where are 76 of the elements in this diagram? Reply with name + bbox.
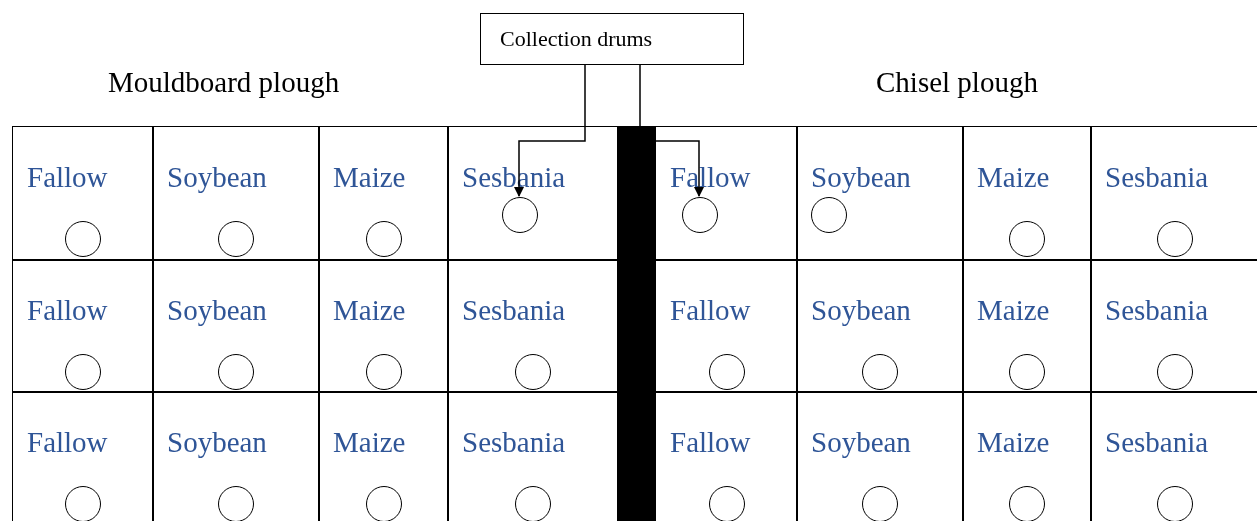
crop-name: Maize: [977, 296, 1050, 325]
heading: Mouldboard plough: [108, 68, 340, 97]
drum-circle: [365, 354, 402, 390]
drum-circle: [365, 486, 402, 521]
crop-name: Maize: [977, 163, 1050, 192]
drum-circle: [65, 354, 101, 390]
crop-name: Soybean: [811, 428, 911, 457]
drum-circle: [515, 486, 551, 521]
crop-name: Sesbania: [1105, 163, 1209, 192]
crop-name: Sesbania: [1105, 296, 1209, 325]
drum-circle: [708, 354, 745, 390]
crop-name: Sesbania: [462, 296, 566, 325]
drum-circle: [708, 486, 745, 521]
drum-circle: [515, 354, 551, 390]
crop-name: Soybean: [167, 296, 267, 325]
drum-circle: [1156, 486, 1193, 521]
plot-cell: [796, 126, 964, 261]
drum-circle: [1156, 354, 1193, 390]
plot-cell: [12, 391, 154, 521]
crop-name: Sesbania: [462, 428, 566, 457]
drum-circle: [1009, 486, 1045, 521]
drum-circle: [862, 486, 898, 521]
drum-circle: [1009, 221, 1045, 257]
crop-name: Fallow: [670, 296, 751, 325]
plot-cell: [1090, 391, 1257, 521]
plot-cell: [447, 126, 619, 261]
plot-cell: [12, 259, 154, 393]
drum-circle: [65, 486, 101, 521]
plot-cell: [318, 391, 449, 521]
arrow: [514, 64, 586, 197]
drum-circle: [811, 197, 847, 233]
crop-name: Maize: [333, 163, 406, 192]
plot-cell: [796, 391, 964, 521]
crop-name: Maize: [333, 428, 406, 457]
crop-name: Fallow: [27, 296, 108, 325]
plot-cell: [318, 259, 449, 393]
crop-name: Fallow: [27, 428, 108, 457]
crop-name: Sesbania: [1105, 428, 1209, 457]
crop-name: Maize: [977, 428, 1050, 457]
crop-name: Soybean: [811, 296, 911, 325]
drum-circle: [1156, 221, 1193, 257]
plot-cell: [318, 126, 449, 261]
crop-name: Soybean: [811, 163, 911, 192]
plot-cell: [1090, 259, 1257, 393]
drum-circle: [365, 221, 402, 257]
drum-circle: [682, 197, 718, 233]
plot-cell: [152, 259, 320, 393]
plot-cell: [655, 391, 798, 521]
crop-name: Soybean: [167, 428, 267, 457]
crop-name: Maize: [333, 296, 406, 325]
heading: Chisel plough: [876, 68, 1038, 97]
plot-cell: [12, 126, 154, 261]
plot-cell: [152, 126, 320, 261]
plot-cell: [152, 391, 320, 521]
plot-cell: [962, 391, 1092, 521]
label-box: [480, 13, 744, 65]
drum-circle: [218, 354, 254, 390]
plot-cell: [447, 391, 619, 521]
plot-cell: [655, 126, 798, 261]
box-title: Collection drums: [500, 28, 653, 50]
plot-cell: [796, 259, 964, 393]
crop-name: Fallow: [670, 428, 751, 457]
drum-circle: [218, 486, 254, 521]
drum-circle: [65, 221, 101, 257]
drum-circle: [1009, 354, 1045, 390]
drum-circle: [218, 221, 254, 257]
crop-name: Fallow: [27, 163, 108, 192]
plot-cell: [655, 259, 798, 393]
plot-cell: [1090, 126, 1257, 261]
crop-name: Soybean: [167, 163, 267, 192]
plot-cell: [962, 126, 1092, 261]
plot-cell: [962, 259, 1092, 393]
arrow: [639, 64, 704, 197]
drum-circle: [862, 354, 898, 390]
drum-circle: [502, 197, 538, 233]
plot-cell: [447, 259, 619, 393]
